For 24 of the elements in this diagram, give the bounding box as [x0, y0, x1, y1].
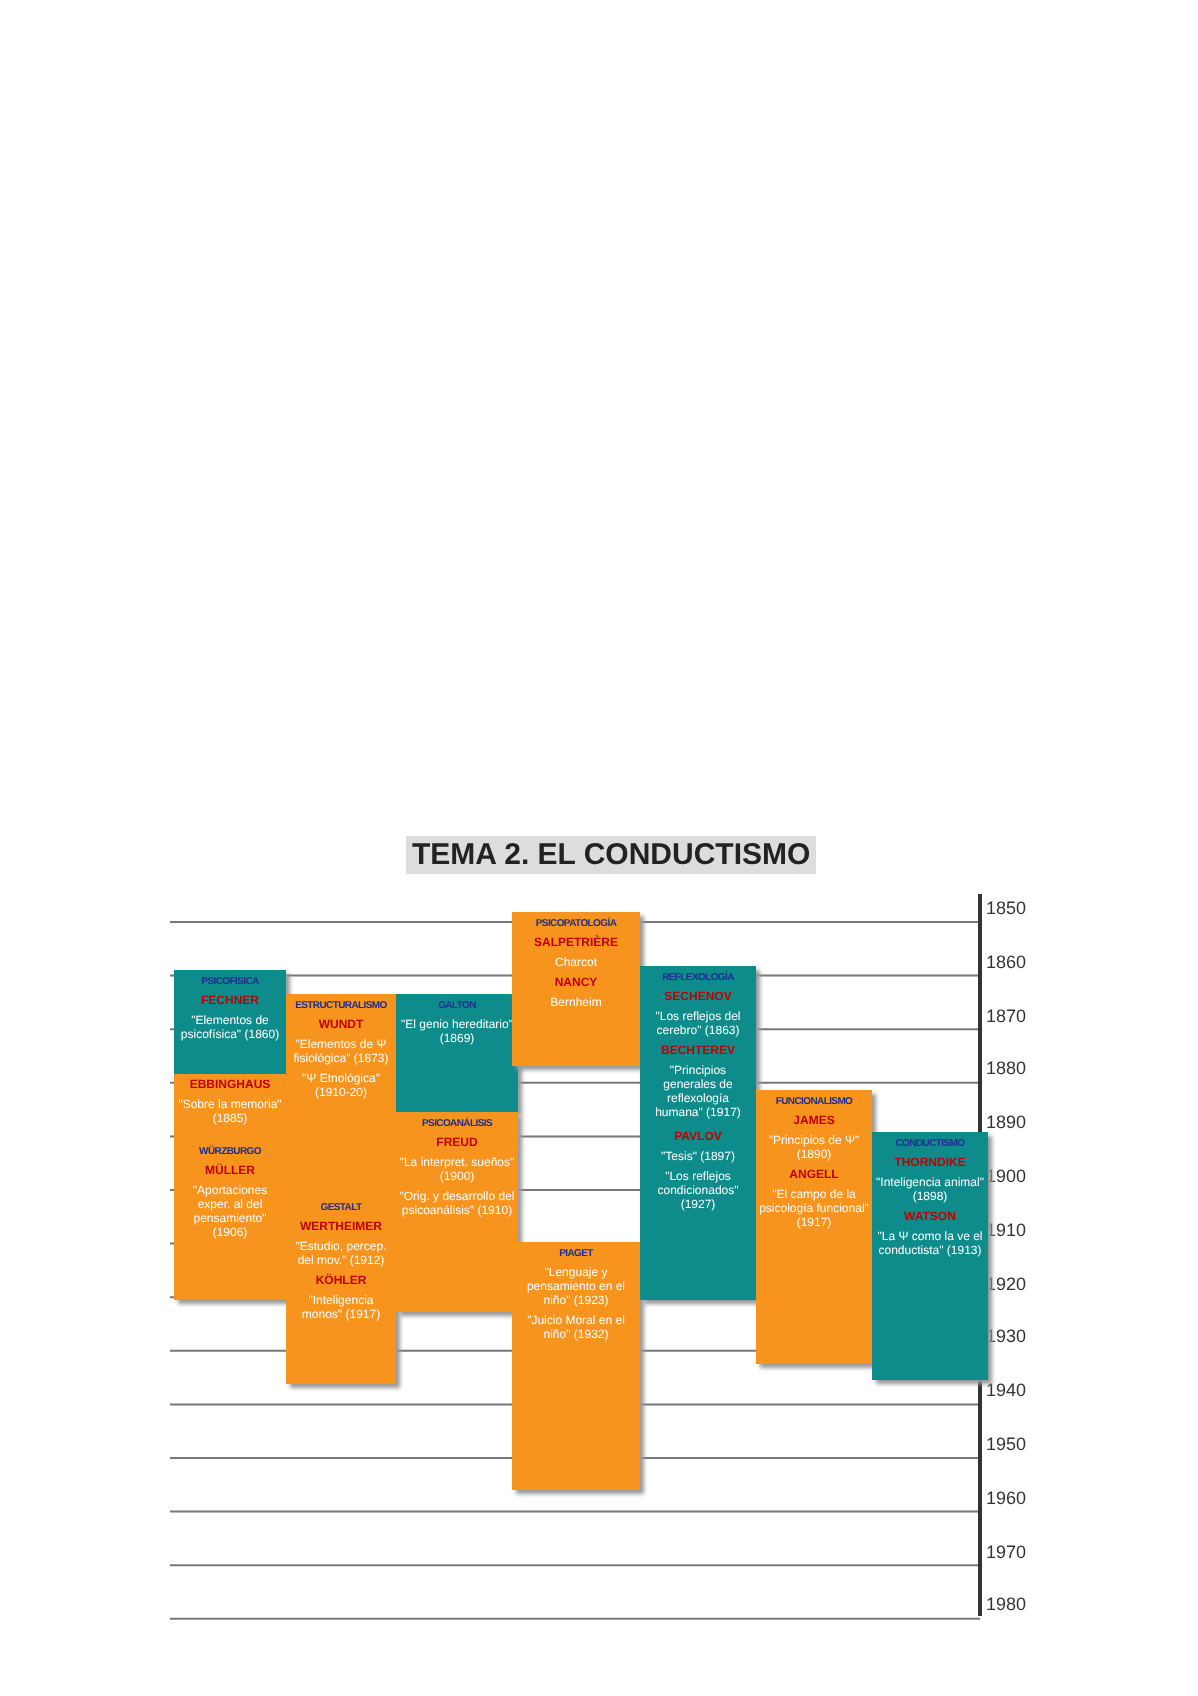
period-box	[396, 994, 518, 1112]
period-box	[174, 970, 286, 1074]
year-label: 1850	[986, 898, 1027, 918]
year-label: 1880	[986, 1058, 1027, 1079]
period-box	[396, 1112, 518, 1312]
period-box	[640, 966, 756, 1126]
year-label: 1940	[986, 1380, 1027, 1401]
year-label: 1910	[986, 1219, 1027, 1240]
year-label: 1890	[986, 1112, 1027, 1133]
year-label: 1950	[986, 1434, 1027, 1454]
year-label: 1970	[986, 1541, 1027, 1562]
year-label: 1980	[986, 1594, 1027, 1615]
year-label: 1900	[986, 1166, 1027, 1186]
period-box	[512, 912, 640, 1066]
period-box	[872, 1132, 988, 1380]
year-label: 1860	[986, 951, 1027, 972]
year-label: 1870	[986, 1005, 1027, 1026]
title: TEMA 2. EL CONDUCTISMO	[406, 836, 817, 874]
year-label: 1930	[986, 1326, 1027, 1347]
year-label: 1960	[986, 1487, 1027, 1508]
period-box	[640, 1126, 756, 1300]
period-box	[756, 1090, 872, 1364]
year-label: 1920	[986, 1273, 1027, 1294]
period-box	[512, 1242, 640, 1490]
